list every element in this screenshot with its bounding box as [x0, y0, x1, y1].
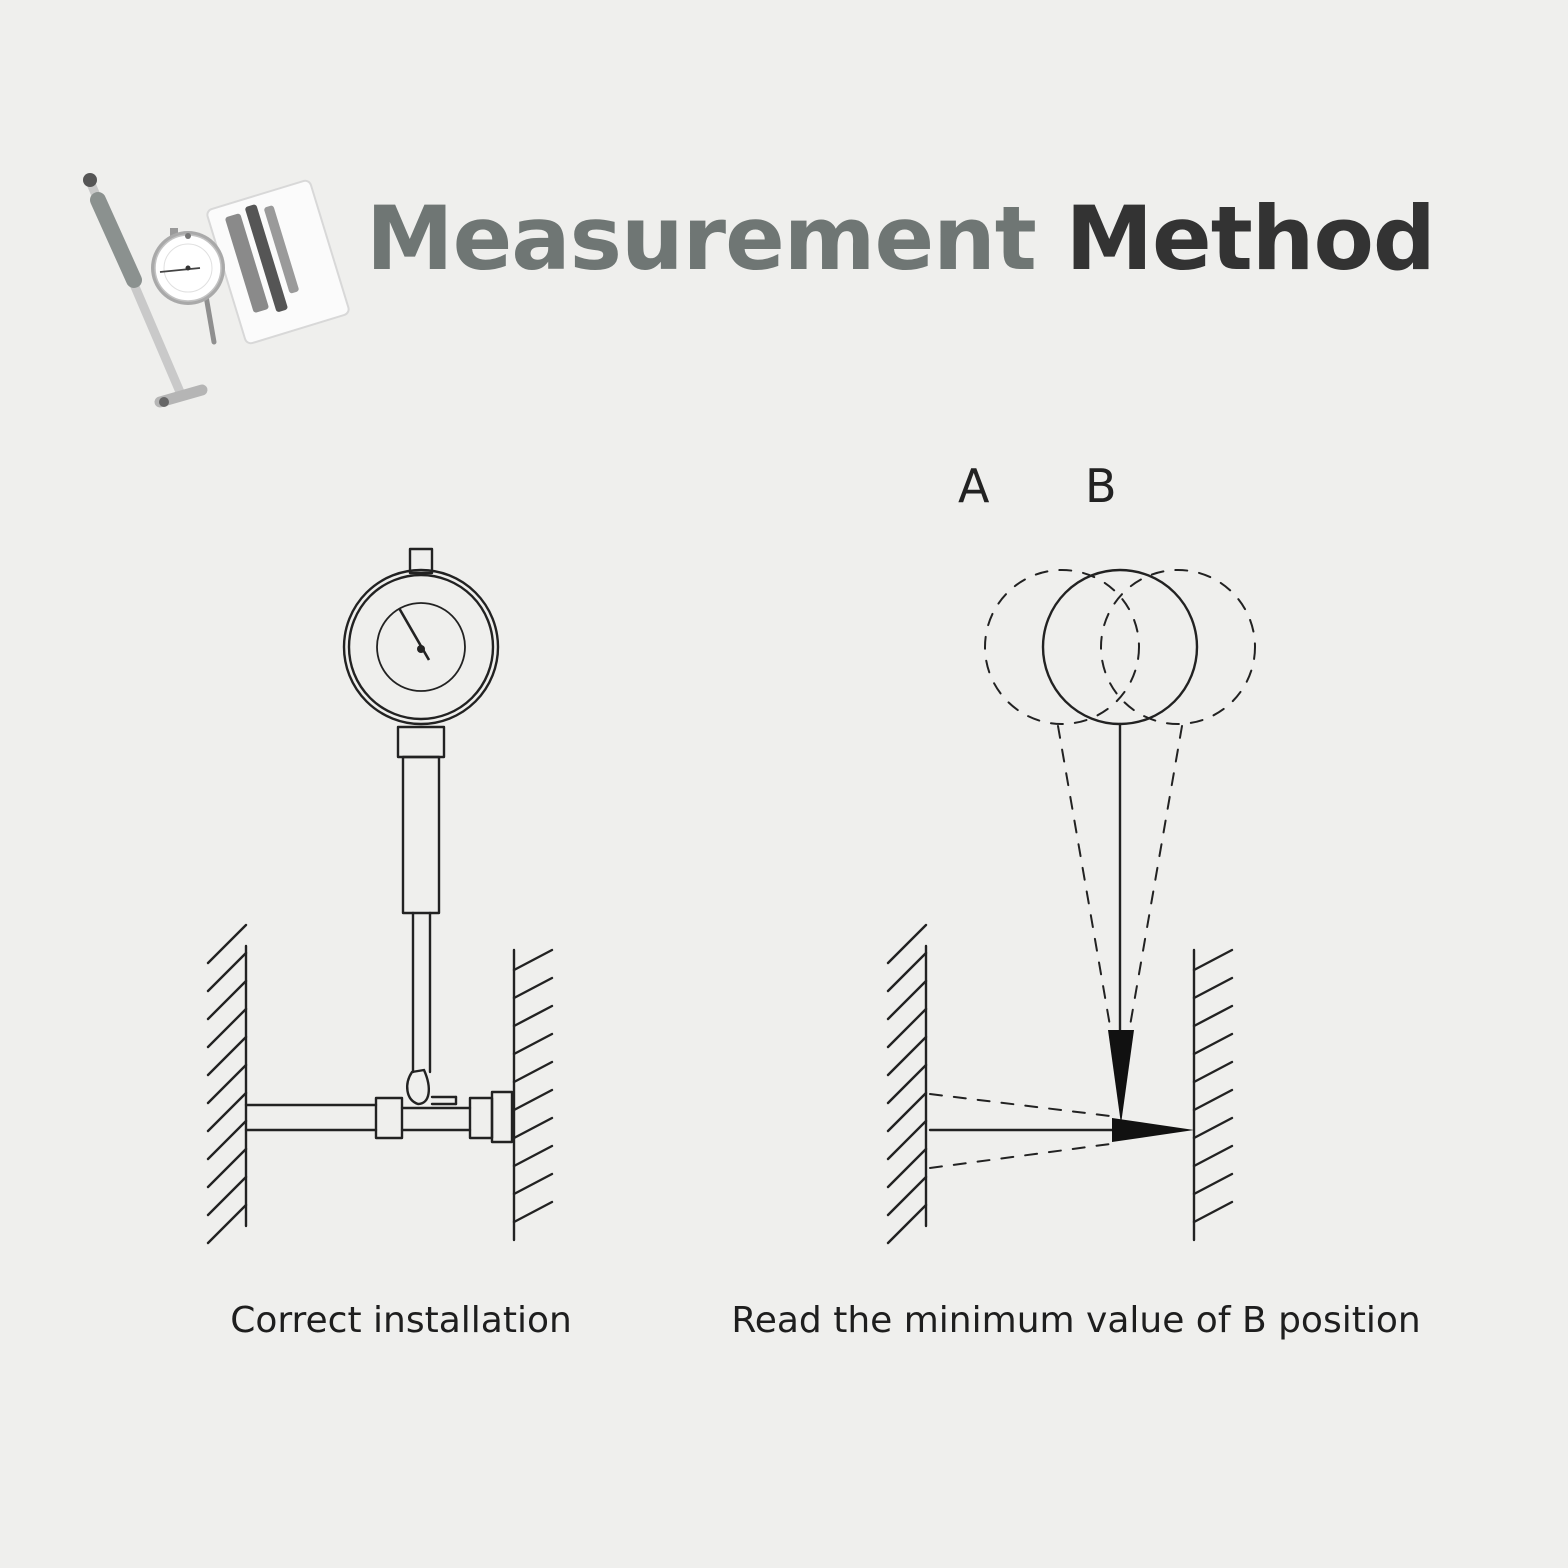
title-word-method: Method — [1065, 187, 1435, 290]
caption-read-minimum: Read the minimum value of B position — [731, 1300, 1421, 1341]
right-wall-hatch — [512, 948, 554, 1224]
right-wall-hatch-right-diagram — [1192, 948, 1234, 1224]
title-word-measurement: Measurement — [366, 187, 1037, 290]
dial-position-left-dashed — [984, 569, 1140, 725]
dial-outer-ring — [342, 568, 500, 726]
arrow-down — [1108, 1030, 1134, 1124]
dial-position-b — [1041, 568, 1199, 726]
dial-position-right-dashed — [1100, 569, 1256, 725]
left-wall-hatch-right-diagram — [886, 923, 928, 1245]
caption-correct-installation: Correct installation — [230, 1300, 572, 1341]
left-wall-hatch — [206, 923, 248, 1245]
label-a: A — [958, 459, 990, 513]
label-b: B — [1085, 459, 1117, 513]
arrow-right — [1112, 1118, 1194, 1142]
page-title: Measurement Method — [366, 186, 1436, 292]
